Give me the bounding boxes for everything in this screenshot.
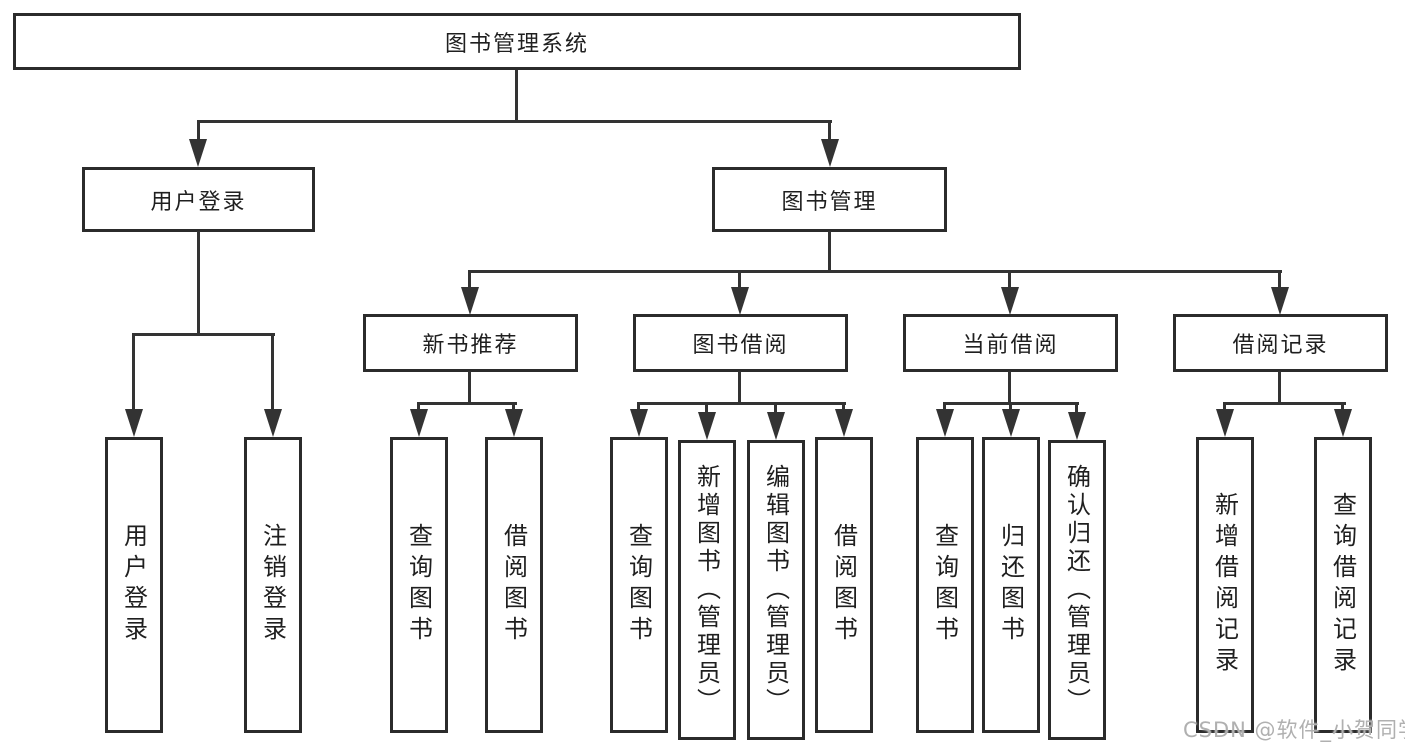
arrow-down-icon [264, 409, 282, 437]
leaf-label: 查询借阅记录 [1328, 492, 1357, 678]
leaf-label: 查询图书 [404, 523, 433, 647]
connector-root-hbar [197, 120, 832, 123]
connector-stem-new-book [468, 270, 471, 289]
leaf-label: 查询图书 [930, 523, 959, 647]
arrow-down-icon [410, 409, 428, 437]
leaf-label: 借阅图书 [499, 523, 528, 647]
leaf-label: 新增图书（管理员） [692, 464, 721, 716]
connector-group-stem [1278, 371, 1281, 404]
connector-stem-leaf [943, 402, 946, 412]
arrow-down-icon [731, 287, 749, 315]
leaf-add-borrow-record: 新增借阅记录 [1196, 437, 1254, 733]
node-book-mgmt: 图书管理 [712, 167, 947, 232]
arrow-down-icon [1216, 409, 1234, 437]
connector-stem-leaf [637, 402, 640, 412]
arrow-down-icon [1068, 412, 1086, 440]
connector-stem-book-borrow [738, 270, 741, 289]
connector-book-mgmt-hbar [469, 270, 1282, 273]
leaf-logout: 注销登录 [244, 437, 302, 733]
leaf-query-borrow-record: 查询借阅记录 [1314, 437, 1372, 733]
leaf-edit-book-admin: 编辑图书（管理员） [747, 440, 805, 740]
leaf-borrow-books: 借阅图书 [815, 437, 873, 733]
node-borrow-records-label: 借阅记录 [1232, 333, 1329, 358]
arrow-down-icon [189, 139, 207, 167]
connector-stem-leaf [1223, 402, 1226, 412]
connector-stem-leaf [512, 402, 515, 412]
leaf-return-book: 归还图书 [982, 437, 1040, 733]
connector-stem-user-login [197, 120, 200, 144]
arrow-down-icon [698, 412, 716, 440]
leaf-label: 用户登录 [119, 523, 148, 647]
arrow-down-icon [767, 412, 785, 440]
connector-stem-book-mgmt [828, 120, 831, 144]
leaf-label: 查询图书 [624, 523, 653, 647]
connector-stem-leaf [842, 402, 845, 412]
leaf-query-books-current: 查询图书 [916, 437, 974, 733]
leaf-label: 新增借阅记录 [1210, 492, 1239, 678]
arrow-down-icon [1001, 287, 1019, 315]
connector-group-hbar [638, 402, 846, 405]
leaf-user-login: 用户登录 [105, 437, 163, 733]
connector-group-stem [468, 371, 471, 404]
connector-stem-borrow-records [1278, 270, 1281, 289]
node-root: 图书管理系统 [13, 13, 1021, 70]
node-current-borrow-label: 当前借阅 [962, 333, 1059, 358]
connector-stem-leaf [705, 402, 708, 414]
arrow-down-icon [505, 409, 523, 437]
node-book-mgmt-label: 图书管理 [781, 189, 878, 215]
node-borrow-records: 借阅记录 [1173, 314, 1388, 372]
connector-group-stem [738, 371, 741, 404]
connector-user-login-stem [197, 231, 200, 334]
arrow-down-icon [461, 287, 479, 315]
node-user-login: 用户登录 [82, 167, 315, 232]
node-current-borrow: 当前借阅 [903, 314, 1118, 372]
node-new-book-recommend: 新书推荐 [363, 314, 578, 372]
connector-stem-leaf [132, 333, 135, 411]
node-new-book-recommend-label: 新书推荐 [422, 333, 519, 358]
node-user-login-label: 用户登录 [150, 189, 247, 215]
leaf-label: 注销登录 [258, 523, 287, 647]
leaf-query-books-recommend: 查询图书 [390, 437, 448, 733]
leaf-borrow-books-recommend: 借阅图书 [485, 437, 543, 733]
leaf-add-book-admin: 新增图书（管理员） [678, 440, 736, 740]
connector-stem-leaf [271, 333, 274, 411]
connector-stem-leaf [1009, 402, 1012, 412]
connector-stem-current-borrow [1008, 270, 1011, 289]
connector-stem-leaf [1075, 402, 1078, 414]
connector-group-hbar [1224, 402, 1346, 405]
connector-group-hbar [418, 402, 517, 405]
arrow-down-icon [125, 409, 143, 437]
connector-root-stem [515, 70, 518, 122]
arrow-down-icon [821, 139, 839, 167]
arrow-down-icon [1334, 409, 1352, 437]
leaf-label: 编辑图书（管理员） [761, 464, 790, 716]
leaf-label: 归还图书 [996, 523, 1025, 647]
connector-group-stem [1008, 371, 1011, 404]
leaf-label: 确认归还（管理员） [1062, 464, 1091, 716]
arrow-down-icon [936, 409, 954, 437]
arrow-down-icon [1002, 409, 1020, 437]
connector-stem-leaf [774, 402, 777, 414]
leaf-confirm-return-admin: 确认归还（管理员） [1048, 440, 1106, 740]
node-root-label: 图书管理系统 [444, 31, 589, 57]
arrow-down-icon [835, 409, 853, 437]
connector-book-mgmt-stem [828, 231, 831, 272]
arrow-down-icon [1271, 287, 1289, 315]
node-book-borrow-label: 图书借阅 [692, 333, 789, 358]
node-book-borrow: 图书借阅 [633, 314, 848, 372]
connector-stem-leaf [1341, 402, 1344, 412]
leaf-label: 借阅图书 [829, 523, 858, 647]
arrow-down-icon [630, 409, 648, 437]
leaf-query-books-borrow: 查询图书 [610, 437, 668, 733]
connector-user-login-hbar [133, 333, 275, 336]
connector-stem-leaf [417, 402, 420, 412]
csdn-watermark: CSDN @软件_小贺同学 [1183, 718, 1405, 742]
